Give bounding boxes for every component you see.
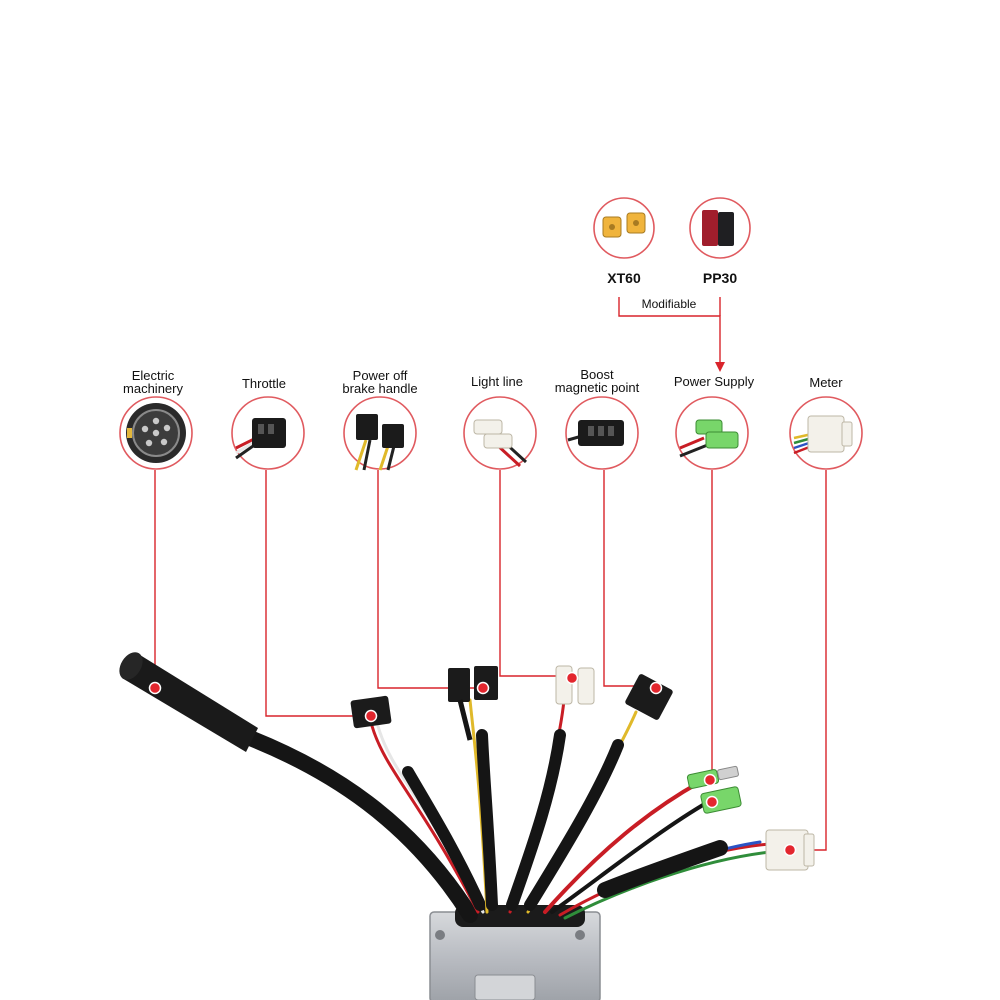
- power-wire-black: [550, 800, 710, 914]
- leader-meter: [790, 470, 827, 851]
- throttle-wire-red: [370, 724, 480, 914]
- leader-brake: [377, 470, 480, 689]
- dot-power-supply-1: [703, 773, 717, 787]
- label-electric-machinery-line1: Electric: [131, 368, 175, 383]
- leader-throttle: [265, 470, 370, 717]
- boost-connector-bottom: [625, 674, 673, 720]
- xt60-connector-icon: [593, 197, 655, 259]
- dot-throttle: [364, 709, 378, 723]
- controller-box: [429, 905, 601, 1000]
- label-boost: Boost magnetic point: [537, 368, 657, 394]
- pp30-connector-icon: [689, 197, 751, 259]
- power-wire-red: [543, 780, 702, 914]
- label-xt60: XT60: [607, 270, 641, 286]
- label-pp30: PP30: [702, 270, 738, 286]
- label-throttle: Throttle: [241, 376, 287, 391]
- motor-cable: [242, 730, 478, 923]
- dot-meter: [783, 843, 797, 857]
- dot-power-supply-2: [705, 795, 719, 809]
- boost-sheath: [524, 739, 624, 911]
- throttle-sheath: [402, 766, 486, 911]
- dot-boost: [649, 681, 663, 695]
- label-boost-line1: Boost: [580, 367, 614, 382]
- dot-brake: [476, 681, 490, 695]
- light-connector-bottom: [555, 665, 595, 705]
- cables: [242, 698, 772, 923]
- label-electric-machinery-line2: machinery: [123, 381, 183, 396]
- leader-modifiable: [618, 297, 721, 362]
- marker-dots: [148, 671, 797, 857]
- label-brake: Power off brake handle: [320, 369, 440, 395]
- dot-electric-machinery: [148, 681, 162, 695]
- label-modifiable: Modifiable: [641, 297, 697, 311]
- power-supply-connector-icon: [675, 396, 749, 470]
- label-brake-line1: Power off: [352, 368, 408, 383]
- brake-connector-bottom: [448, 666, 498, 741]
- label-light: Light line: [470, 374, 524, 389]
- leader-boost: [603, 470, 656, 687]
- arrowhead-power-supply: [715, 362, 725, 372]
- light-sheath: [506, 729, 566, 911]
- dot-light: [565, 671, 579, 685]
- brake-sheath: [476, 729, 498, 911]
- meter-sheath: [597, 840, 728, 898]
- label-power-supply: Power Supply: [673, 374, 755, 389]
- meter-wire-green: [563, 850, 772, 920]
- light-connector-icon: [463, 396, 537, 470]
- throttle-connector-icon: [231, 396, 305, 470]
- label-boost-line2: magnetic point: [554, 380, 640, 395]
- leader-light: [499, 470, 570, 677]
- motor-plug-bottom: [119, 652, 258, 752]
- brake-connector-icon: [343, 396, 417, 471]
- label-electric-machinery: Electric machinery: [93, 369, 213, 395]
- motor-plug-icon: [119, 396, 193, 470]
- label-meter: Meter: [809, 375, 843, 390]
- boost-connector-icon: [565, 396, 639, 470]
- leader-lines: [154, 297, 827, 851]
- label-brake-line2: brake handle: [342, 381, 418, 396]
- meter-connector-icon: [789, 396, 863, 470]
